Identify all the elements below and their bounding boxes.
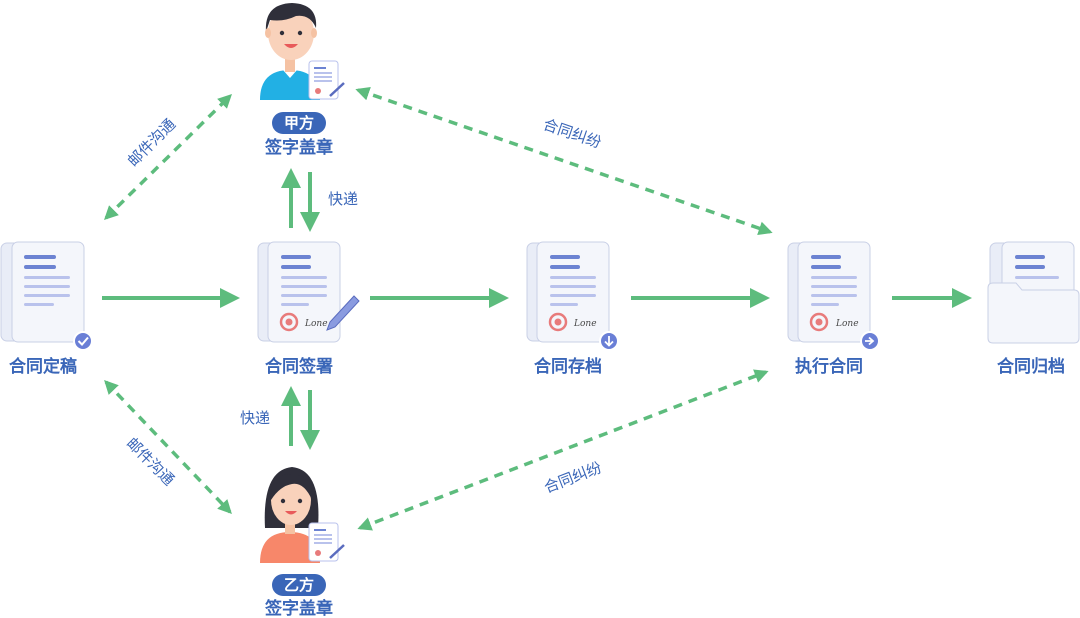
- party-b-tag: [272, 574, 326, 596]
- node-label-execute: 执行合同: [795, 356, 863, 377]
- party-b-tag-text: 乙方: [284, 576, 314, 594]
- arrow-dispute-bottom: [357, 369, 769, 531]
- signature-text: Lone: [304, 319, 328, 329]
- signature-text: Lone: [835, 319, 859, 329]
- node-label-sign: 合同签署: [265, 356, 333, 377]
- woman-avatar-icon: [260, 467, 345, 563]
- node-store: Lone 合同存档: [526, 241, 619, 377]
- node-execute: Lone 执行合同: [787, 241, 880, 377]
- node-label-draft: 合同定稿: [9, 356, 77, 377]
- document-forward-icon: Lone: [787, 241, 880, 351]
- party-a-tag: [272, 112, 326, 134]
- folder-icon: [987, 241, 1080, 344]
- party-a-role: 签字盖章: [264, 137, 333, 158]
- arrow-mail-top: [104, 94, 232, 220]
- arrow-mail-bottom: [104, 379, 232, 515]
- arrow-dispute-top: [355, 87, 773, 235]
- party-b: 乙方 签字盖章: [260, 467, 345, 618]
- edge-label-express-bottom: 快递: [240, 409, 270, 427]
- document-signing-icon: Lone: [257, 241, 360, 343]
- party-a-tag-text: 甲方: [284, 114, 314, 132]
- edge-label-mail-bottom: 邮件沟通: [123, 434, 178, 489]
- edge-label-dispute-bottom: 合同纠纷: [542, 458, 604, 496]
- node-label-store: 合同存档: [534, 356, 602, 377]
- signature-text: Lone: [573, 319, 597, 329]
- edge-label-mail-top: 邮件沟通: [124, 115, 179, 170]
- pen-icon: [326, 295, 360, 331]
- node-sign: Lone 合同签署: [257, 241, 360, 377]
- edge-label-express-top: 快递: [328, 190, 358, 208]
- node-label-archive: 合同归档: [997, 356, 1065, 377]
- document-check-icon: [0, 241, 93, 351]
- man-avatar-icon: [260, 3, 345, 100]
- party-b-role: 签字盖章: [264, 598, 333, 618]
- edge-label-dispute-top: 合同纠纷: [541, 115, 604, 152]
- document-download-icon: Lone: [526, 241, 619, 351]
- party-a: 甲方 签字盖章: [260, 3, 345, 158]
- node-archive: 合同归档: [987, 241, 1080, 377]
- node-draft: 合同定稿: [0, 241, 93, 377]
